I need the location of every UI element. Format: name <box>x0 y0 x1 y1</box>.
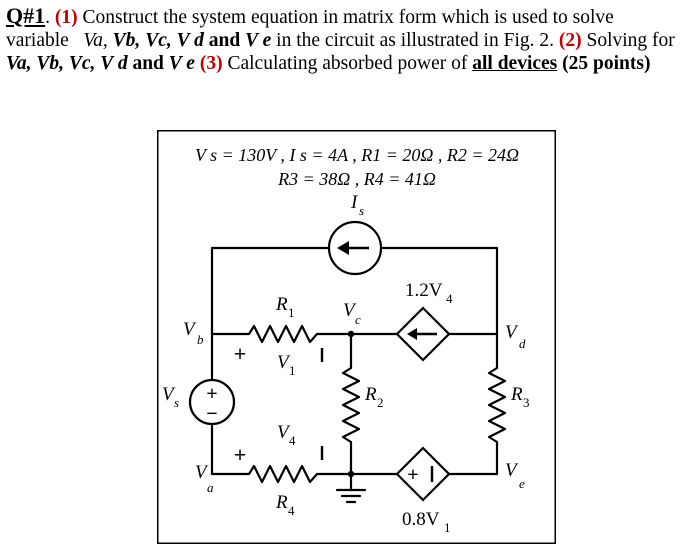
given-values-line-2: R3 = 38Ω , R4 = 41Ω <box>277 169 436 189</box>
var-vc-2: Vc, <box>68 53 96 74</box>
part-1-label: (1) <box>54 7 78 28</box>
var-vc: Vc, <box>145 30 172 51</box>
label-vs-sub: s <box>174 395 179 410</box>
label-v1: V <box>277 352 291 373</box>
label-v1-sub: 1 <box>289 363 296 378</box>
label-v4: V <box>277 422 291 443</box>
label-is-sub: s <box>359 203 364 218</box>
circuit-diagram: V s = 130V , I s = 4A , R1 = 20Ω , R2 = … <box>157 130 556 544</box>
var-ve-2: V e <box>168 53 195 74</box>
var-va: Va, <box>83 30 108 51</box>
label-r4: R <box>275 492 288 513</box>
label-v4-sub: 4 <box>289 433 296 448</box>
var-vd-2: V d <box>100 53 128 74</box>
label-r1-sub: 1 <box>288 305 295 320</box>
label-ve: V <box>505 460 519 481</box>
label-dep-bottom: 0.8V <box>402 509 440 530</box>
label-r1: R <box>275 294 288 315</box>
label-vb-sub: b <box>197 332 204 347</box>
line-2-text-end: Solving for <box>581 30 675 51</box>
label-r2: R <box>364 384 377 405</box>
label-ve-sub: e <box>519 476 525 491</box>
current-source-is <box>327 220 383 276</box>
and-word-2: and <box>132 53 164 74</box>
points-label: (25 points) <box>562 53 651 74</box>
label-r3: R <box>510 384 523 405</box>
label-dep-top-sub: 4 <box>446 291 453 306</box>
question-line-1: Q#1. (1) Construct the system equation i… <box>6 4 696 29</box>
circuit-wires <box>210 246 499 504</box>
given-values-line-1: V s = 130V , I s = 4A , R1 = 20Ω , R2 = … <box>195 145 519 165</box>
v4-plus-sign: + <box>234 442 247 467</box>
dep-voltage-plus-sign: + <box>407 464 418 486</box>
variable-word: variable <box>6 30 69 51</box>
line-1-text: Construct the system equation in matrix … <box>77 7 614 28</box>
dependent-current-source-top <box>395 306 451 362</box>
question-number: Q#1 <box>6 3 46 28</box>
label-vc: V <box>343 300 357 321</box>
label-vs: V <box>162 384 176 405</box>
part-2-label: (2) <box>558 30 582 51</box>
label-vd: V <box>505 322 519 343</box>
label-vb: V <box>183 319 197 340</box>
vs-plus-sign: + <box>206 383 217 405</box>
var-va-2: Va, <box>6 53 32 74</box>
punctuation: . <box>45 7 55 28</box>
label-r2-sub: 2 <box>377 395 384 410</box>
ground-node-dot <box>347 470 355 478</box>
question-text: Q#1. (1) Construct the system equation i… <box>6 4 696 75</box>
label-r4-sub: 4 <box>288 503 295 518</box>
node-vc-dot <box>347 330 355 338</box>
resistor-r1 <box>248 324 318 344</box>
var-vd: V d <box>176 30 204 51</box>
label-r3-sub: 3 <box>523 395 530 410</box>
all-devices-emphasis: all devices <box>472 53 558 74</box>
resistor-r4 <box>248 464 318 484</box>
vs-minus-sign: − <box>206 403 217 425</box>
var-vb-2: Vb, <box>36 53 64 74</box>
line-3-text: Calculating absorbed power of <box>222 53 473 74</box>
and-word: and <box>208 30 241 51</box>
circuit-figure: V s = 130V , I s = 4A , R1 = 20Ω , R2 = … <box>157 130 556 544</box>
question-line-2: variable Va, Vb, Vc, V d and V e in the … <box>6 29 696 52</box>
var-vb: Vb, <box>112 30 141 51</box>
figure-frame <box>157 130 556 544</box>
dependent-voltage-source-bottom <box>395 446 451 502</box>
label-vc-sub: c <box>355 312 361 327</box>
label-dep-top: 1.2V <box>405 280 443 301</box>
question-line-3: Va, Vb, Vc, V d and V e (3) Calculating … <box>6 52 696 75</box>
var-ve: V e <box>245 30 272 51</box>
label-va-sub: a <box>207 480 214 495</box>
label-is: I <box>350 192 359 213</box>
voltage-source-vs <box>188 378 236 426</box>
label-vd-sub: d <box>519 336 526 351</box>
resistor-r2 <box>341 367 361 443</box>
label-dep-bottom-sub: 1 <box>444 520 451 535</box>
v1-plus-sign: + <box>234 341 247 366</box>
part-3-label: (3) <box>199 53 223 74</box>
line-2-text: in the circuit as illustrated in Fig. 2. <box>271 30 559 51</box>
resistor-r3 <box>487 367 507 443</box>
label-va: V <box>195 462 209 483</box>
